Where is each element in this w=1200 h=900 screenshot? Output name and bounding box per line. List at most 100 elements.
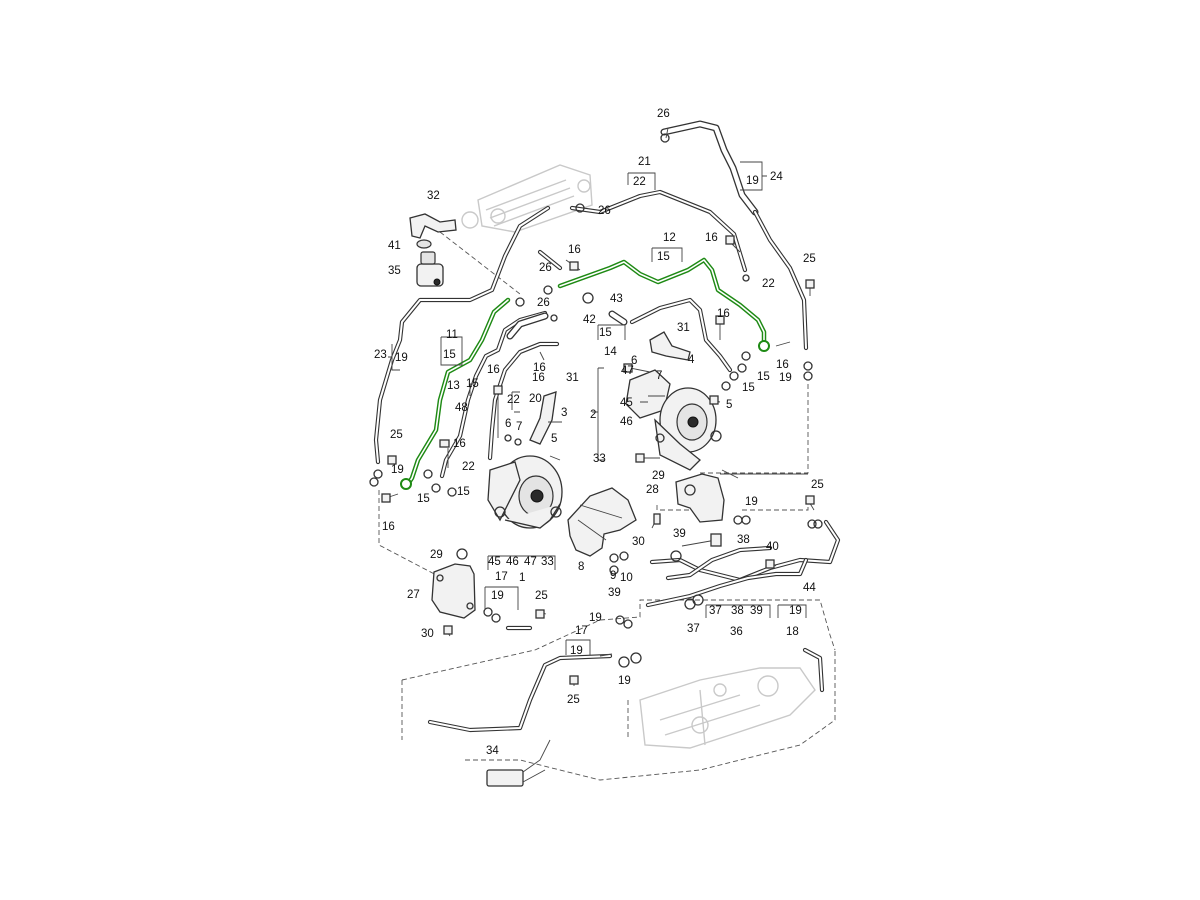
callout: 45 bbox=[488, 556, 501, 568]
callout: 17 bbox=[575, 625, 588, 637]
callout: 25 bbox=[811, 479, 824, 491]
callout: 26 bbox=[537, 297, 550, 309]
callout: 29 bbox=[430, 549, 443, 561]
callout: 5 bbox=[726, 399, 732, 411]
callout: 15 bbox=[599, 327, 612, 339]
bolts bbox=[381, 127, 815, 686]
callout: 19 bbox=[491, 590, 504, 602]
callout: 15 bbox=[657, 251, 670, 263]
callout: 48 bbox=[455, 402, 468, 414]
elbow-32 bbox=[409, 213, 457, 249]
callout: 6 bbox=[505, 418, 511, 430]
callout: 16 bbox=[568, 244, 581, 256]
callout: 33 bbox=[593, 453, 606, 465]
callout: 6 bbox=[631, 355, 637, 367]
callout: 22 bbox=[762, 278, 775, 290]
callout: 19 bbox=[789, 605, 802, 617]
callout: 16 bbox=[453, 438, 466, 450]
callout: 39 bbox=[673, 528, 686, 540]
bracket-4 bbox=[649, 331, 691, 361]
callout: 40 bbox=[766, 541, 779, 553]
highlighted-pipe bbox=[400, 257, 770, 490]
callout: 30 bbox=[632, 536, 645, 548]
callout: 27 bbox=[407, 589, 420, 601]
turbocharger-upper bbox=[625, 369, 722, 471]
callout-leaders bbox=[388, 161, 808, 655]
callout: 16 bbox=[487, 364, 500, 376]
callout: 19 bbox=[395, 352, 408, 364]
pump-35 bbox=[416, 251, 444, 287]
callout: 29 bbox=[652, 470, 665, 482]
callout: 5 bbox=[551, 433, 557, 445]
engine-ghost-top bbox=[461, 164, 593, 233]
callout: 31 bbox=[566, 372, 579, 384]
callout: 26 bbox=[539, 262, 552, 274]
small-fittings bbox=[369, 133, 823, 668]
callout: 21 bbox=[638, 156, 651, 168]
callout: 9 bbox=[610, 570, 616, 582]
callout: 30 bbox=[421, 628, 434, 640]
callout: 33 bbox=[541, 556, 554, 568]
callout: 19 bbox=[391, 464, 404, 476]
callout: 16 bbox=[532, 372, 545, 384]
callout: 19 bbox=[589, 612, 602, 624]
callout: 24 bbox=[770, 171, 783, 183]
callout: 25 bbox=[535, 590, 548, 602]
callout-labels: 26 21 22 19 24 32 26 41 35 12 15 16 16 2… bbox=[374, 108, 824, 757]
callout: 34 bbox=[486, 745, 499, 757]
callout: 37 bbox=[687, 623, 700, 635]
callout: 46 bbox=[620, 416, 633, 428]
callout: 1 bbox=[519, 572, 525, 584]
coolant-hoses bbox=[373, 120, 841, 733]
callout: 15 bbox=[443, 349, 456, 361]
callout: 41 bbox=[388, 240, 401, 252]
callout: 38 bbox=[731, 605, 744, 617]
callout: 47 bbox=[621, 365, 634, 377]
callout: 10 bbox=[620, 572, 633, 584]
callout: 16 bbox=[717, 308, 730, 320]
callout: 47 bbox=[524, 556, 537, 568]
callout: 8 bbox=[578, 561, 584, 573]
callout: 19 bbox=[618, 675, 631, 687]
manifold-28 bbox=[675, 473, 725, 523]
callout: 23 bbox=[374, 349, 387, 361]
callout: 25 bbox=[390, 429, 403, 441]
callout: 42 bbox=[583, 314, 596, 326]
callout: 38 bbox=[737, 534, 750, 546]
callout: 3 bbox=[561, 407, 567, 419]
callout: 15 bbox=[757, 371, 770, 383]
heat-shield bbox=[567, 487, 637, 557]
callout: 18 bbox=[786, 626, 799, 638]
callout: 16 bbox=[382, 521, 395, 533]
callout: 36 bbox=[730, 626, 743, 638]
callout: 44 bbox=[803, 582, 816, 594]
callout: 7 bbox=[516, 421, 522, 433]
callout: 15 bbox=[417, 493, 430, 505]
callout: 19 bbox=[745, 496, 758, 508]
callout: 22 bbox=[462, 461, 475, 473]
callout: 15 bbox=[466, 378, 479, 390]
callout: 14 bbox=[604, 346, 617, 358]
callout: 31 bbox=[677, 322, 690, 334]
bracket-27 bbox=[431, 563, 476, 619]
turbocharger-lower bbox=[487, 455, 563, 529]
callout: 7 bbox=[656, 370, 662, 382]
callout: 22 bbox=[507, 394, 520, 406]
callout: 15 bbox=[742, 382, 755, 394]
callout: 11 bbox=[446, 329, 458, 341]
callout: 13 bbox=[447, 380, 460, 392]
callout: 32 bbox=[427, 190, 440, 202]
callout: 39 bbox=[750, 605, 763, 617]
bracket-3 bbox=[529, 391, 557, 445]
callout: 12 bbox=[663, 232, 676, 244]
engine-ghost-bottom bbox=[639, 667, 816, 749]
callout: 35 bbox=[388, 265, 401, 277]
callout: 46 bbox=[506, 556, 519, 568]
callout: 25 bbox=[567, 694, 580, 706]
callout: 16 bbox=[705, 232, 718, 244]
callout: 25 bbox=[803, 253, 816, 265]
callout: 20 bbox=[529, 393, 542, 405]
callout: 43 bbox=[610, 293, 623, 305]
callout: 4 bbox=[688, 354, 695, 366]
